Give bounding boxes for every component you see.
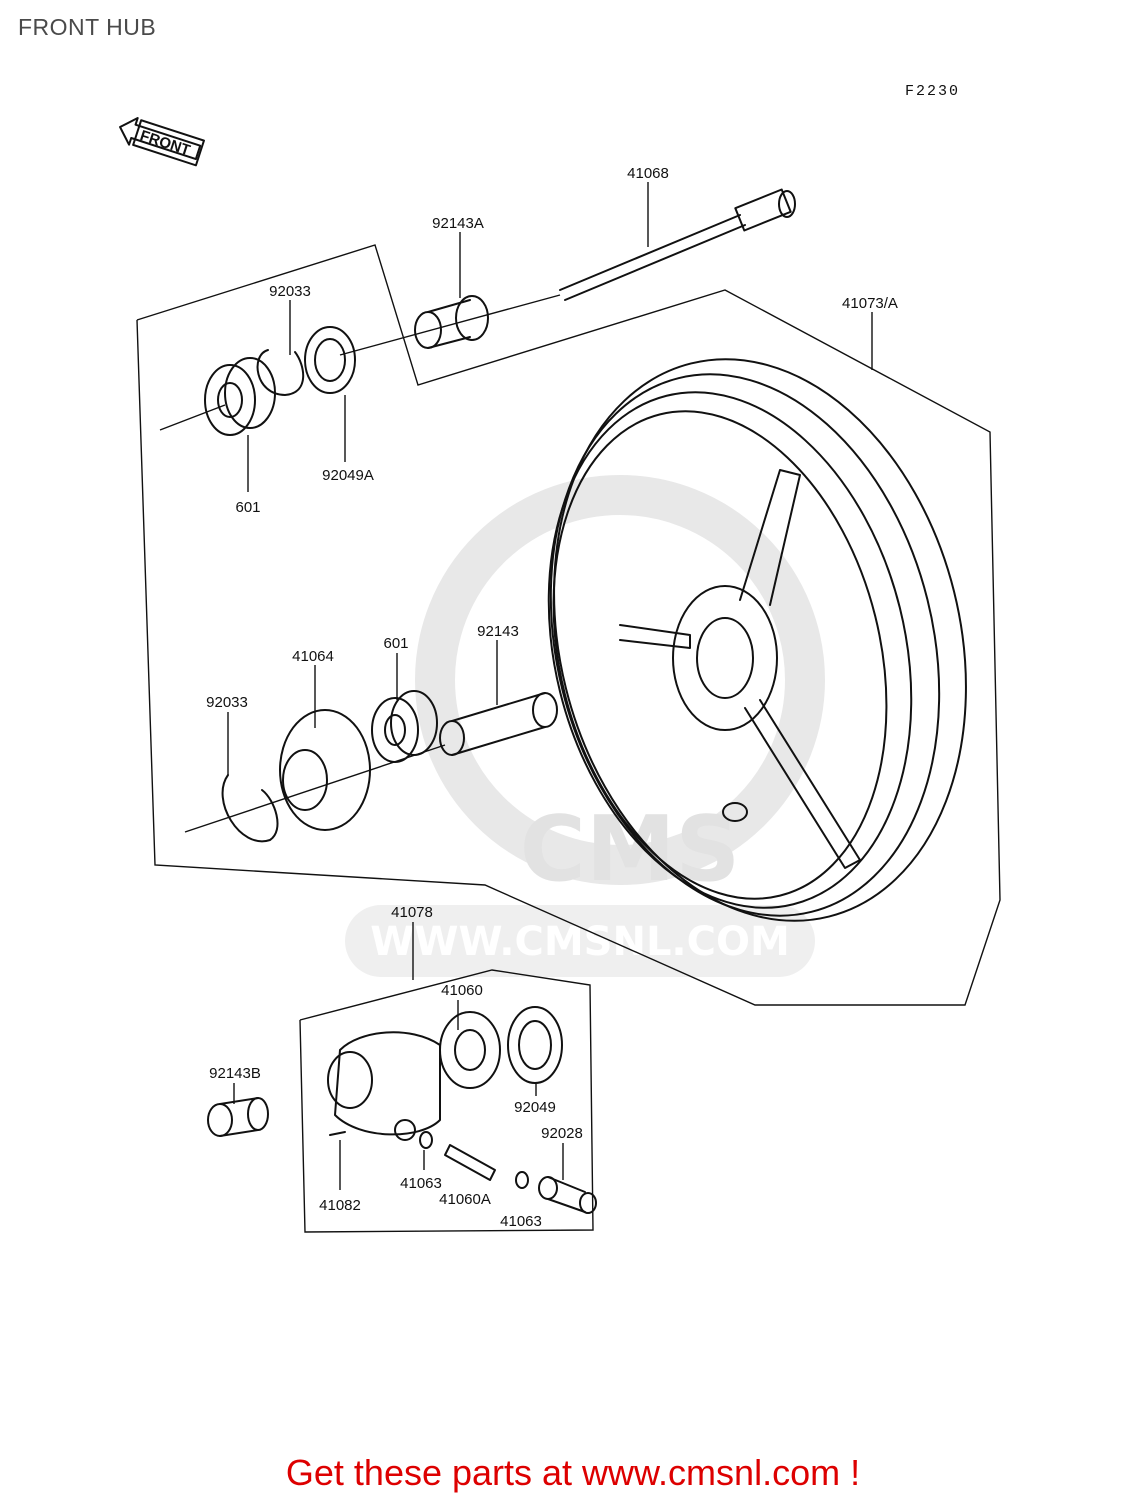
part-label-41063-a: 41063 [400, 1175, 442, 1192]
part-label-41060A: 41060A [439, 1191, 491, 1208]
wheel-41073A [547, 358, 967, 922]
part-label-41078: 41078 [391, 904, 433, 921]
part-labels: 41068 92143A 41073/A 92033 92049A 601 41… [206, 165, 898, 1230]
part-label-41082: 41082 [319, 1197, 361, 1214]
watermark-logo-text: CMS [520, 797, 740, 902]
part-label-92033-mid: 92033 [206, 694, 248, 711]
part-label-41064: 41064 [292, 648, 334, 665]
part-label-41068: 41068 [627, 165, 669, 182]
part-label-41063-b: 41063 [500, 1213, 542, 1230]
part-label-92028: 92028 [541, 1125, 583, 1142]
circlip-92033-top [256, 349, 305, 396]
part-label-92143B: 92143B [209, 1065, 261, 1082]
part-label-41073A: 41073/A [842, 295, 898, 312]
exploded-diagram: CMS WWW.CMSNL.COM F2230 FRONT [119, 83, 1001, 1233]
shaft-41060A [444, 1144, 496, 1181]
part-label-92143A: 92143A [432, 215, 484, 232]
part-label-92143: 92143 [477, 623, 519, 640]
bearing-601-top [204, 357, 276, 436]
pin-41082 [329, 1131, 346, 1136]
get-parts-link[interactable]: Get these parts at www.cmsnl.com ! [285, 1452, 861, 1493]
watermark-text: WWW.CMSNL.COM [370, 919, 790, 965]
seal-92049A [304, 326, 356, 394]
part-label-92049A: 92049A [322, 467, 374, 484]
watermark-banner [345, 905, 815, 977]
gear-housing-outline [299, 969, 594, 1233]
watermark-logo [415, 475, 825, 885]
washer-41063-a [419, 1131, 433, 1149]
washer-41063-b [515, 1171, 529, 1189]
circlip-92033-mid [221, 774, 279, 843]
leader-lines [227, 182, 873, 1190]
seal-92049 [507, 1006, 563, 1084]
collar-92143B [207, 1097, 269, 1137]
plate-41064 [279, 709, 371, 831]
figure-code: F2230 [905, 83, 960, 100]
part-label-92049: 92049 [514, 1099, 556, 1116]
spacer-92143 [439, 692, 558, 756]
part-label-601-mid: 601 [383, 635, 408, 652]
axle-41068 [339, 188, 796, 356]
page-title: FRONT HUB [18, 14, 157, 40]
part-label-92033-top: 92033 [269, 283, 311, 300]
fitting-92028 [538, 1176, 597, 1214]
gear-housing-41078 [327, 1031, 441, 1141]
collar-92143A [414, 295, 489, 349]
part-label-41060: 41060 [441, 982, 483, 999]
part-label-601-top: 601 [235, 499, 260, 516]
gear-41060 [439, 1011, 501, 1089]
front-marker: FRONT [119, 117, 205, 167]
